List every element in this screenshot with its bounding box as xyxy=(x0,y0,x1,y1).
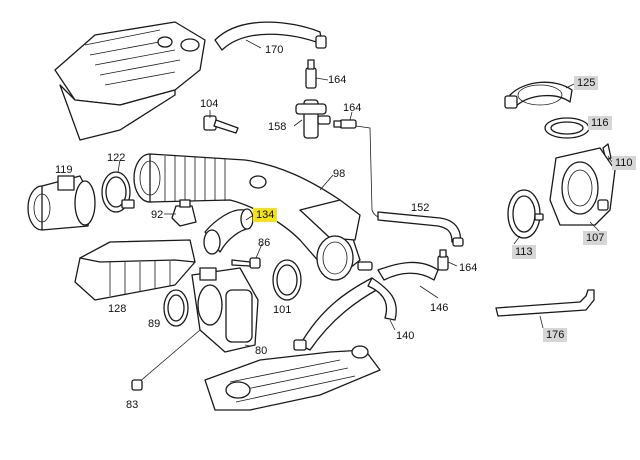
label-170[interactable]: 170 xyxy=(265,44,284,56)
label-104[interactable]: 104 xyxy=(200,98,219,110)
tube-176-part xyxy=(495,289,595,317)
t-piece-158-part xyxy=(295,99,331,139)
label-116[interactable]: 116 xyxy=(588,116,612,130)
bolt-104-part xyxy=(203,115,239,134)
label-128[interactable]: 128 xyxy=(108,303,127,315)
clamp-125-part xyxy=(504,81,573,109)
label-125[interactable]: 125 xyxy=(574,76,599,90)
label-134[interactable]: 134 xyxy=(253,208,278,222)
bolt-83-part xyxy=(131,329,201,391)
throttle-body-80-part xyxy=(191,267,259,353)
label-164-low[interactable]: 164 xyxy=(459,262,478,274)
label-164-top[interactable]: 164 xyxy=(328,74,347,86)
sensor-92-part xyxy=(171,199,197,227)
label-158[interactable]: 158 xyxy=(268,121,287,133)
label-80[interactable]: 80 xyxy=(255,345,268,357)
intake-duct-98-part xyxy=(133,153,373,281)
o-ring-89-part xyxy=(163,289,189,327)
label-110[interactable]: 110 xyxy=(612,156,636,170)
label-176[interactable]: 176 xyxy=(543,328,568,342)
label-86[interactable]: 86 xyxy=(258,237,271,249)
label-98[interactable]: 98 xyxy=(333,168,346,180)
label-83[interactable]: 83 xyxy=(126,399,139,411)
clamp-101-part xyxy=(272,259,302,301)
air-flow-sensor-119-part xyxy=(27,175,96,231)
ring-113-part xyxy=(507,189,544,239)
fitting-164-mid-part xyxy=(333,119,357,129)
label-113[interactable]: 113 xyxy=(512,245,536,259)
label-140[interactable]: 140 xyxy=(396,330,415,342)
hose-134-part xyxy=(203,208,254,255)
label-164-mid[interactable]: 164 xyxy=(343,102,362,114)
label-89[interactable]: 89 xyxy=(148,318,161,330)
fitting-164-low-part xyxy=(437,249,449,271)
hose-152-part xyxy=(355,125,464,247)
hose-140-part xyxy=(293,261,439,351)
hose-170-part xyxy=(214,21,327,51)
air-box-128-part xyxy=(74,239,196,301)
intake-manifold-part xyxy=(204,345,381,411)
label-101[interactable]: 101 xyxy=(273,304,292,316)
ring-116-part xyxy=(544,117,590,139)
label-119[interactable]: 119 xyxy=(55,164,73,176)
clamp-122-part xyxy=(101,171,135,213)
bolt-86-part xyxy=(231,257,261,269)
label-107[interactable]: 107 xyxy=(583,231,608,245)
label-92[interactable]: 92 xyxy=(151,209,164,221)
fitting-164-top-part xyxy=(305,59,317,89)
label-146[interactable]: 146 xyxy=(430,302,449,314)
housing-107-part xyxy=(549,147,616,226)
label-122[interactable]: 122 xyxy=(107,152,126,164)
engine-cover-part xyxy=(54,21,206,141)
label-152[interactable]: 152 xyxy=(411,202,430,214)
